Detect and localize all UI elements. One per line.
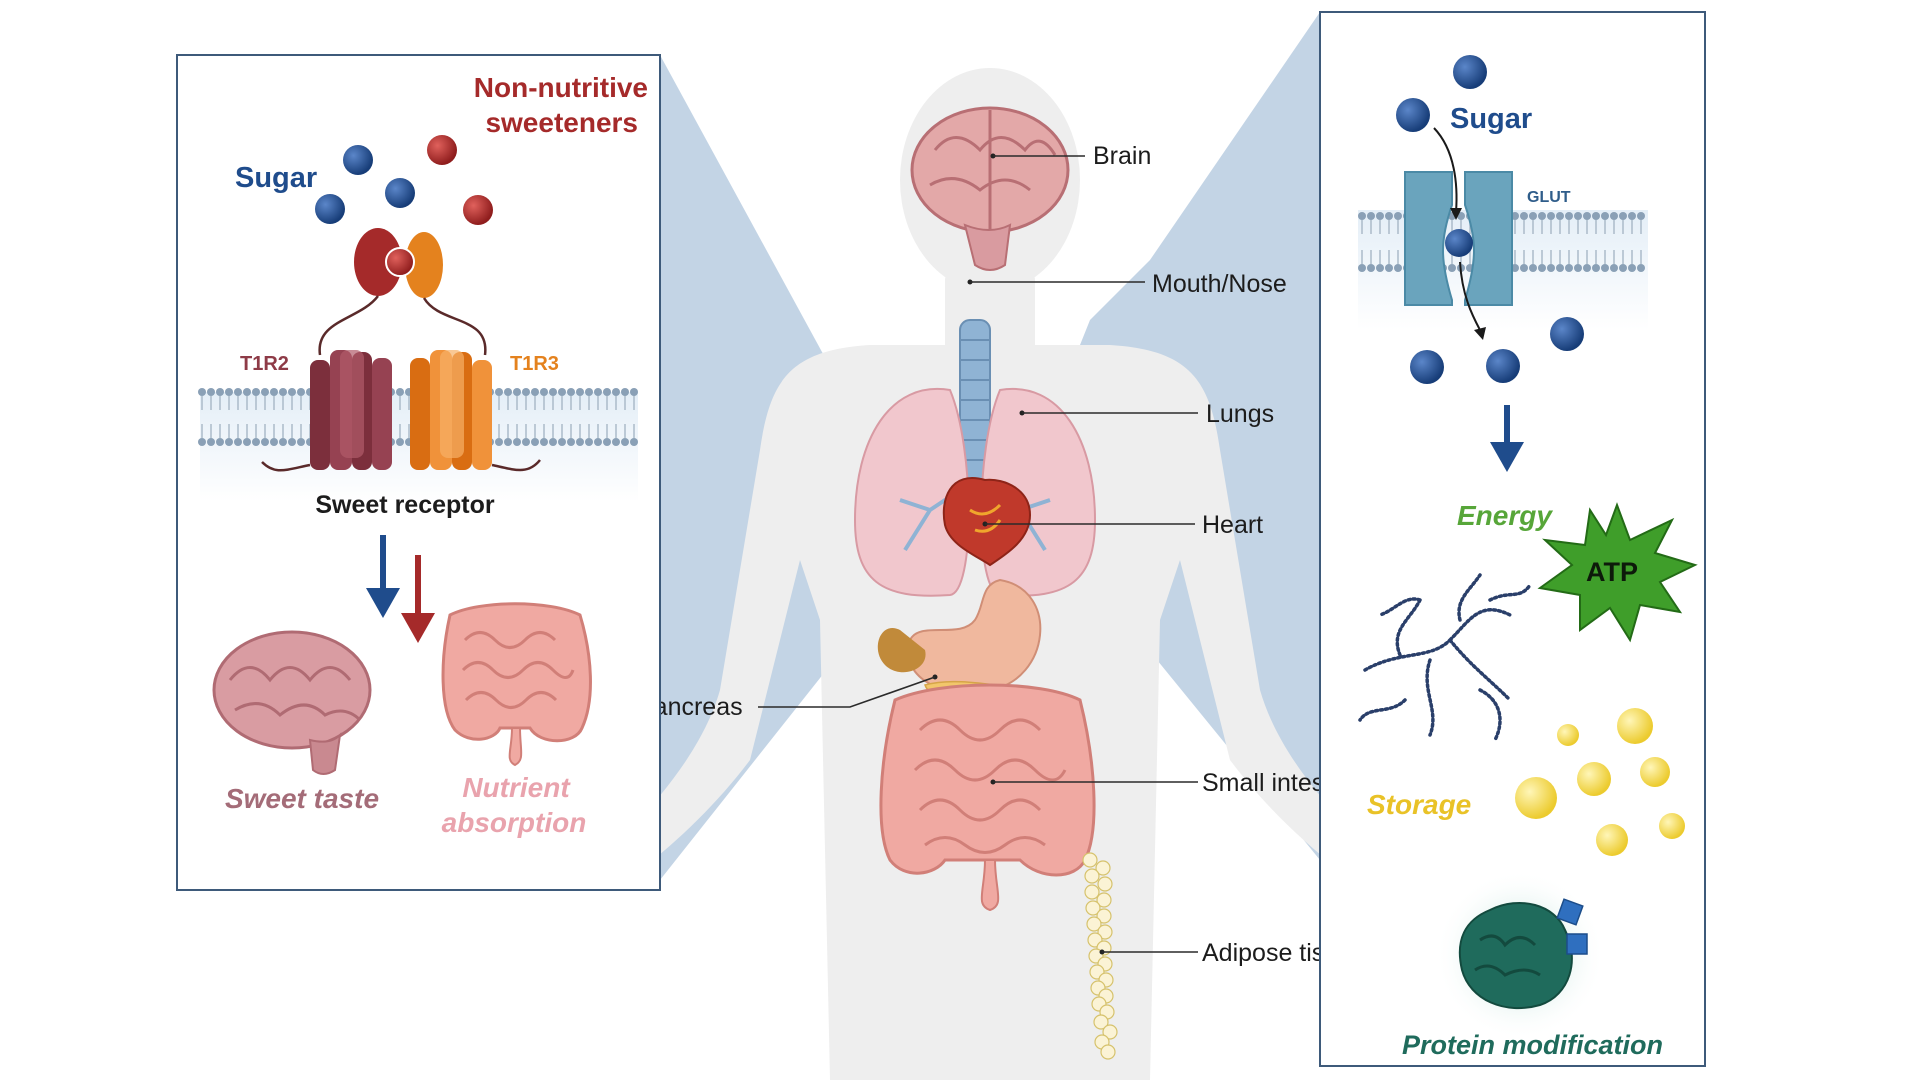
label-t1r2: T1R2: [240, 353, 289, 375]
label-energy: Energy: [1457, 500, 1553, 531]
t1r2-receptor: [261, 350, 392, 472]
label-sweeteners-line2: sweeteners: [485, 107, 638, 138]
label-nutrient-line2: absorption: [442, 807, 587, 838]
trachea-organ: [959, 319, 991, 481]
label-storage: Storage: [1367, 789, 1471, 820]
sugar-molecules-right-top: [1396, 55, 1487, 132]
label-brain: Brain: [1093, 142, 1151, 170]
sweet-taste-brain: [212, 630, 372, 775]
label-heart: Heart: [1202, 511, 1263, 539]
left-panel: Non-nutritive sweeteners Sugar: [176, 54, 661, 891]
label-nutrient-line1: Nutrient: [462, 772, 571, 803]
t1r3-receptor: [410, 350, 541, 472]
label-protein-modification: Protein modification: [1402, 1030, 1663, 1060]
label-sweet-receptor: Sweet receptor: [315, 491, 495, 519]
label-sugar-right: Sugar: [1450, 103, 1532, 135]
signal-arrows: [366, 535, 435, 643]
brain-organ: [910, 106, 1070, 271]
label-lungs: Lungs: [1206, 400, 1274, 428]
lipid-droplets: [1515, 708, 1685, 856]
receptor-binding-domain: [318, 228, 487, 356]
right-panel: Sugar GLUT Energy: [1319, 11, 1706, 1067]
atp-burst: [1537, 502, 1698, 643]
glut-transporter: [1404, 127, 1513, 340]
label-atp: ATP: [1586, 557, 1638, 587]
label-sugar-left: Sugar: [235, 162, 317, 194]
nutrient-absorption-intestine: [441, 602, 592, 767]
label-mouth-nose: Mouth/Nose: [1152, 270, 1287, 298]
heart-organ: [942, 477, 1032, 567]
adipose-organ: [1082, 852, 1118, 1060]
protein-icon: [1435, 870, 1605, 1040]
label-sweet-taste: Sweet taste: [225, 783, 379, 814]
sugar-molecules-left: [315, 145, 415, 224]
sugar-molecules-right-bottom: [1410, 317, 1584, 384]
label-t1r3: T1R3: [510, 353, 559, 375]
label-glut: GLUT: [1527, 189, 1571, 206]
label-sweeteners-line1: Non-nutritive: [474, 72, 648, 103]
intestine-organ: [879, 683, 1096, 912]
glycogen-icon: [1358, 573, 1532, 742]
sweetener-molecules: [427, 135, 493, 225]
metabolism-arrow: [1490, 405, 1524, 472]
